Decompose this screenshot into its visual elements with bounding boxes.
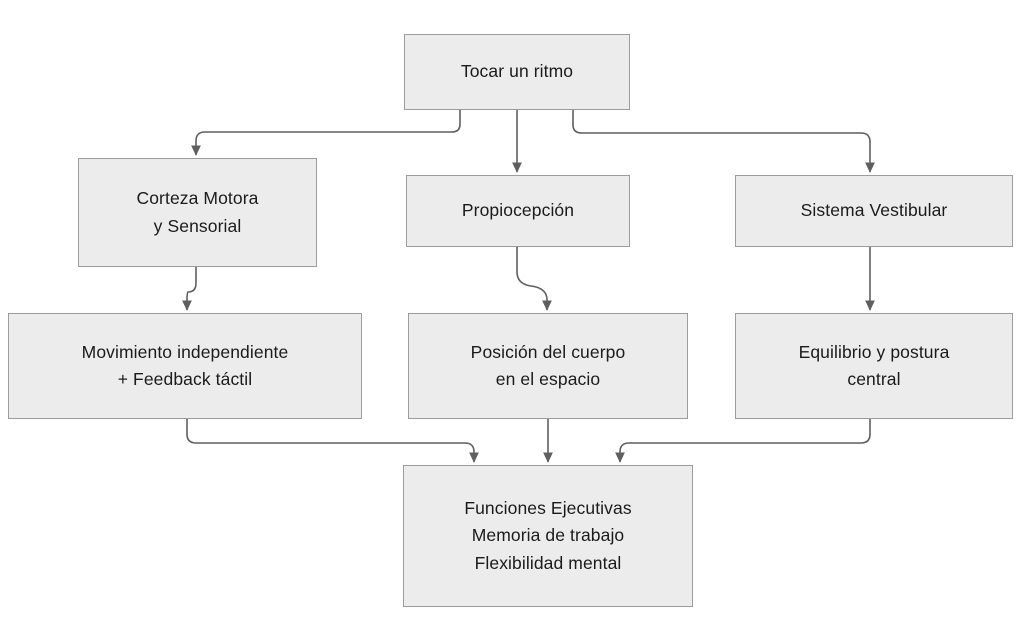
node-movimiento-independiente[interactable]: Movimiento independiente + Feedback táct… [8, 313, 362, 419]
node-label: Propiocepción [461, 200, 575, 221]
node-sistema-vestibular[interactable]: Sistema Vestibular [735, 175, 1013, 247]
edge-equilibrio-to-funciones-ejecutivas [615, 419, 871, 463]
node-propiocepcion[interactable]: Propiocepción [406, 175, 630, 247]
node-label: Posición del cuerpo en el espacio [470, 341, 626, 389]
edge-corteza-motora-to-movimiento [182, 267, 197, 311]
node-label: Equilibrio y postura central [798, 341, 950, 389]
node-tocar-un-ritmo[interactable]: Tocar un ritmo [404, 34, 630, 110]
node-label: Movimiento independiente + Feedback táct… [81, 341, 289, 389]
node-label: Tocar un ritmo [460, 61, 574, 82]
node-funciones-ejecutivas[interactable]: Funciones Ejecutivas Memoria de trabajo … [403, 465, 693, 607]
node-corteza-motora[interactable]: Corteza Motora y Sensorial [78, 158, 317, 267]
node-label: Sistema Vestibular [800, 200, 948, 221]
node-label: Corteza Motora y Sensorial [136, 188, 259, 236]
edge-tocar-un-ritmo-to-corteza-motora [191, 110, 461, 156]
node-posicion-del-cuerpo[interactable]: Posición del cuerpo en el espacio [408, 313, 688, 419]
node-label: Funciones Ejecutivas Memoria de trabajo … [464, 498, 632, 573]
node-equilibrio-postura[interactable]: Equilibrio y postura central [735, 313, 1013, 419]
edge-propiocepcion-to-posicion-cuerpo [516, 247, 552, 311]
edge-movimiento-to-funciones-ejecutivas [186, 419, 479, 463]
edge-tocar-un-ritmo-to-sistema-vestibular [572, 110, 875, 173]
